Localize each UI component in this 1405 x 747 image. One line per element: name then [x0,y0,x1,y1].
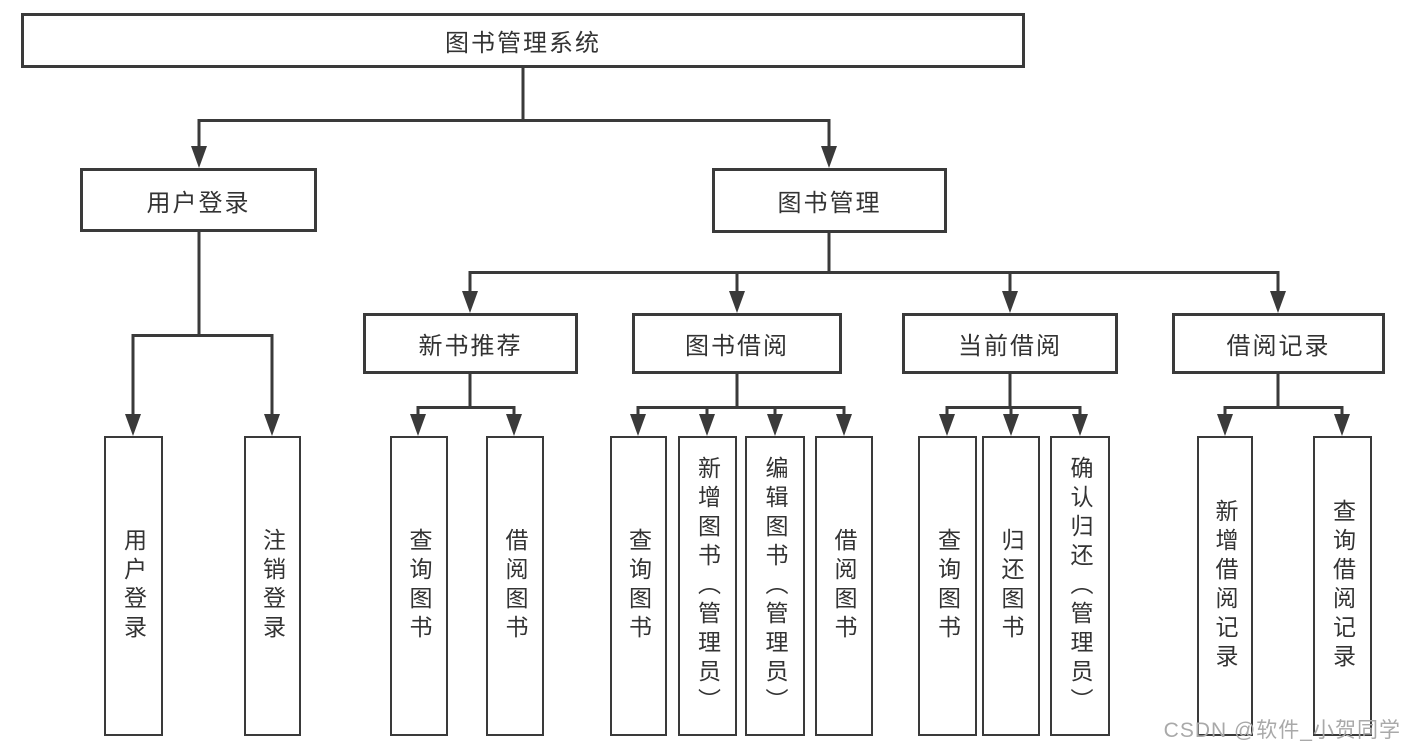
leaf-br-add-record: 新增借阅记录 [1197,436,1253,736]
node-current-borrowing: 当前借阅 [902,313,1118,374]
node-borrow-records: 借阅记录 [1172,313,1385,374]
node-new-book-recommend: 新书推荐 [363,313,578,374]
leaf-logout: 注销登录 [244,436,301,736]
leaf-cb-confirm-return-admin: 确认归还（管理员） [1050,436,1110,736]
node-root-system: 图书管理系统 [21,13,1025,68]
leaf-cb-return-books: 归还图书 [982,436,1040,736]
leaf-bb-add-books-admin: 新增图书（管理员） [678,436,737,736]
node-user-login: 用户登录 [80,168,317,232]
csdn-watermark: CSDN @软件_小贺同学 [1163,719,1401,742]
leaf-user-login: 用户登录 [104,436,163,736]
leaf-nbr-borrow-books: 借阅图书 [486,436,544,736]
leaf-cb-query-books: 查询图书 [918,436,977,736]
leaf-br-query-record: 查询借阅记录 [1313,436,1372,736]
leaf-bb-borrow-books: 借阅图书 [815,436,873,736]
node-book-borrowing: 图书借阅 [632,313,842,374]
leaf-bb-query-books: 查询图书 [610,436,667,736]
leaf-nbr-query-books: 查询图书 [390,436,448,736]
node-book-management: 图书管理 [712,168,947,233]
arrowheads [125,146,1350,436]
leaf-bb-edit-books-admin: 编辑图书（管理员） [745,436,805,736]
